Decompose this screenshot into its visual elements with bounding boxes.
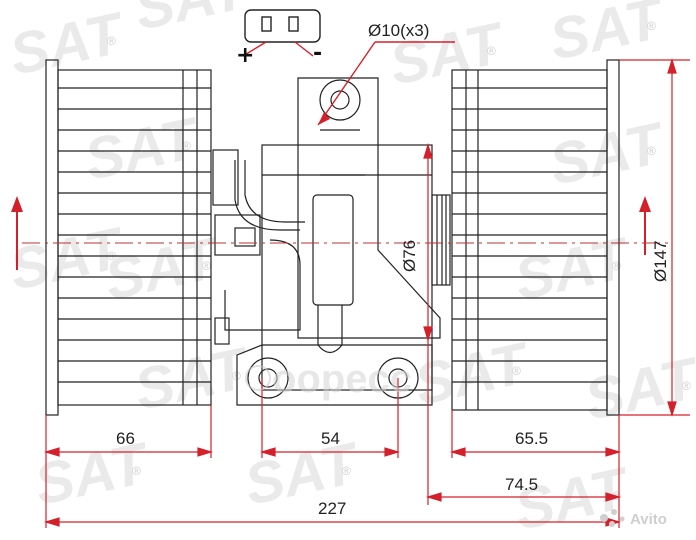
left-rotor-width-label: 66 [116,429,135,448]
relay-block [214,214,261,256]
right-fan-rotor [451,59,620,416]
wire-harness [234,160,300,231]
registered-mark: ® [232,0,241,3]
sat-watermark: SAT [579,345,696,433]
top-mount-hole [319,79,361,121]
rotor-diameter-label: Ø147 [651,240,670,282]
connector-housing [212,149,239,206]
hole-leader-arrow [318,112,330,125]
registered-mark: ® [487,44,496,58]
negative-terminal-label: - [313,41,322,66]
registered-mark: ® [107,34,116,48]
sat-watermark: SAT [544,0,671,73]
overall-length-label: 227 [318,499,346,518]
mount-spacing-label: 54 [321,429,340,448]
left-rotor-blades [58,87,211,383]
connector-body [244,9,321,43]
motor-housing [212,77,451,406]
lower-flange [236,344,433,406]
sat-watermark: SAT [129,0,256,43]
avito-badge: Avito [600,509,667,528]
registered-mark: ® [202,259,211,273]
positive-terminal-label: + [236,43,254,68]
registered-mark: ® [612,259,621,273]
registered-mark: ® [132,464,141,478]
right-rotor-width-label: 65.5 [515,429,548,448]
airflow-arrow-right [639,196,651,255]
resistor-loop [317,305,343,354]
right-rotor-end-plate [606,59,620,416]
sat-watermark-pattern: SAT®SAT®SAT®SAT®SAT®SAT®SAT®SAT®SAT®SAT®… [4,0,696,540]
registered-mark: ® [647,19,656,33]
electrical-connector [242,9,321,57]
center-logo-watermark: oopecc [245,357,412,401]
registered-mark: ® [342,464,351,478]
registered-mark: ® [682,379,691,393]
airflow-arrow-left [11,196,23,270]
thermal-resistor [312,194,354,306]
left-mount-hole [247,357,289,399]
center-logo-text: oopecc [272,357,412,401]
horizontal-dimensions [43,340,622,528]
motor-diameter-dimension [423,142,433,343]
registered-mark: ® [182,139,191,153]
registered-mark: ® [647,144,656,158]
hole-diameter-label: Ø10(x3) [368,21,429,40]
left-fan-rotor [45,59,212,416]
rotor-diameter-dimension [619,57,690,418]
shaft-offset-label: 74.5 [505,475,538,494]
registered-mark: ® [512,364,521,378]
motor-diameter-label: Ø76 [400,240,419,272]
avito-badge-text: Avito [630,511,667,528]
hole-leader-line [317,41,376,126]
mounting-bracket [297,77,441,339]
left-rotor-body [57,69,212,406]
motor-shaft-cap [431,194,451,286]
